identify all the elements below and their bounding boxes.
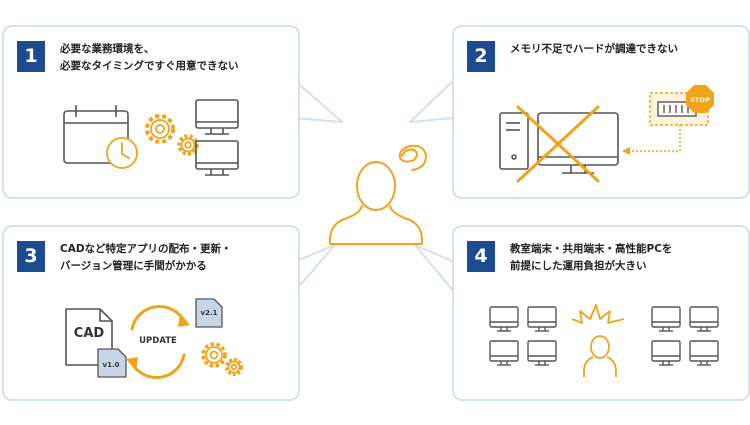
panel-number-badge: 1 [17, 41, 45, 72]
panel-2-illustration: STOP [499, 85, 714, 183]
problem-card-4: 4 教室端末・共用端末・高性能PCを 前提にした運用負担が大きい [452, 225, 750, 401]
clock-icon [106, 137, 138, 169]
burst-icon [571, 304, 625, 324]
desktop-tower-icon [499, 112, 529, 170]
panel-number-badge: 2 [467, 41, 495, 72]
panel-title-line-1: メモリ不足でハードが調達できない [510, 43, 678, 55]
panel-title: CADなど特定アプリの配布・更新・ バージョン管理に手間がかかる [60, 241, 292, 275]
document-icon: v2.1 [195, 298, 223, 328]
panel-title-line-2: 前提にした運用負担が大きい [510, 260, 647, 272]
panel-title-line-1: 必要な業務環境を、 [60, 43, 155, 55]
problem-card-3: 3 CADなど特定アプリの配布・更新・ バージョン管理に手間がかかる CAD v… [2, 225, 300, 401]
panel-title: 必要な業務環境を、 必要なタイミングですぐ用意できない [60, 41, 292, 75]
problem-card-1: 1 必要な業務環境を、 必要なタイミングですぐ用意できない [2, 25, 300, 199]
panel-4-illustration [489, 304, 719, 377]
version-label-new: v2.1 [201, 309, 218, 317]
gear-icon [201, 342, 243, 376]
person-icon [583, 335, 617, 377]
monitor-icon [537, 112, 619, 174]
update-label: UPDATE [139, 336, 177, 346]
monitor-icon [195, 99, 239, 176]
panel-title: メモリ不足でハードが調達できない [510, 41, 742, 58]
panel-title-line-2: バージョン管理に手間がかかる [60, 260, 207, 272]
cad-label: CAD [74, 326, 105, 341]
stop-label: STOP [690, 96, 710, 104]
x-mark-icon [516, 105, 600, 183]
panel-number-badge: 3 [17, 241, 45, 272]
stop-sign-icon: STOP [686, 85, 714, 113]
panel-3-illustration: CAD v1.0 UPDATE v2.1 [65, 298, 243, 380]
panel-title-line-1: 教室端末・共用端末・高性能PCを [510, 243, 673, 255]
calendar-icon [63, 105, 129, 164]
update-cycle-icon: UPDATE [126, 304, 190, 380]
panel-title-line-1: CADなど特定アプリの配布・更新・ [60, 243, 232, 255]
panel-title-line-2: 必要なタイミングですぐ用意できない [60, 60, 239, 72]
panel-title: 教室端末・共用端末・高性能PCを 前提にした運用負担が大きい [510, 241, 742, 275]
document-icon: CAD v1.0 [65, 308, 127, 378]
version-label-old: v1.0 [103, 361, 120, 369]
gear-icon [145, 114, 199, 156]
panel-number-badge: 4 [467, 241, 495, 272]
panel-1-illustration [63, 99, 239, 176]
problem-card-2: 2 メモリ不足でハードが調達できない [452, 25, 750, 199]
